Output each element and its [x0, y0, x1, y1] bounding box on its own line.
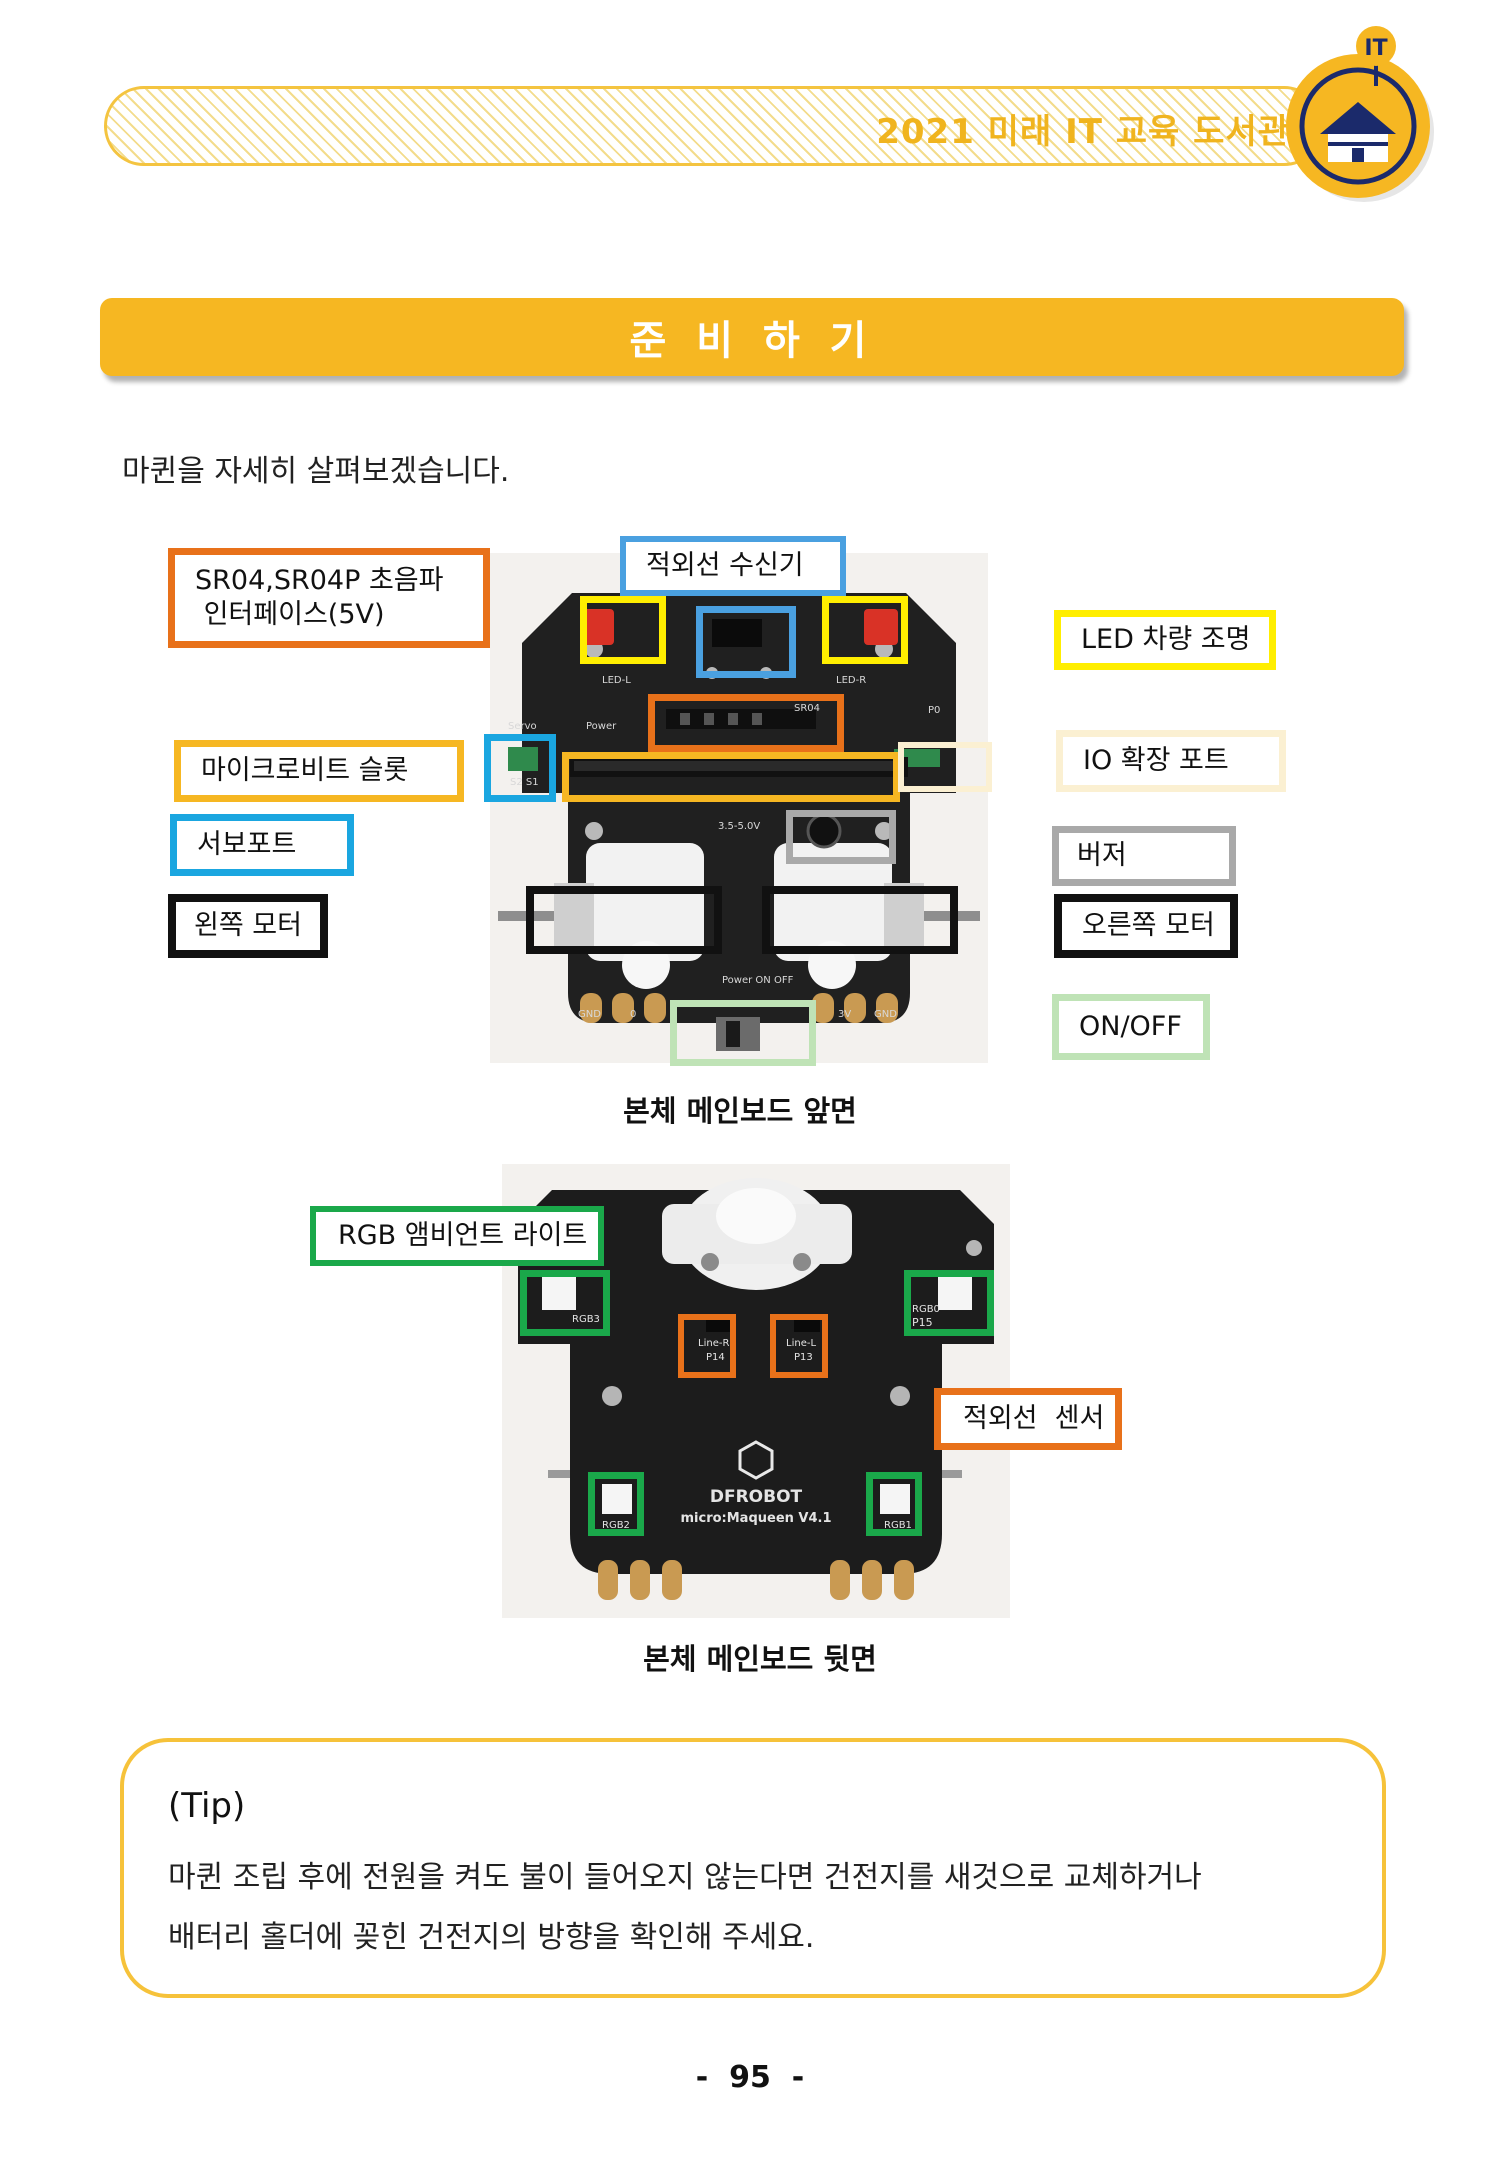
- label-ir-sensor: 적외선 센서: [934, 1388, 1122, 1450]
- intro-text: 마퀸을 자세히 살펴보겠습니다.: [122, 446, 509, 490]
- highlight-line-r: [678, 1314, 736, 1378]
- tip-box: (Tip) 마퀸 조립 후에 전원을 켜도 불이 들어오지 않는다면 건전지를 …: [120, 1738, 1386, 1998]
- tip-line-2: 배터리 홀더에 꽂힌 건전지의 방향을 확인해 주세요.: [168, 1912, 814, 1956]
- highlight-rgb2: [588, 1472, 644, 1536]
- highlight-rgb0: [904, 1270, 994, 1336]
- label-io-port-text: IO 확장 포트: [1083, 744, 1229, 778]
- silk-model: micro:Maqueen V4.1: [680, 1511, 831, 1526]
- silk-brand: DFROBOT: [710, 1487, 803, 1507]
- label-right-motor: 오른쪽 모터: [1054, 894, 1238, 958]
- label-buzzer: 버저: [1052, 826, 1236, 886]
- highlight-servo-port: [484, 734, 556, 802]
- silk-led-l: LED-L: [602, 675, 631, 686]
- silk-gnd-left: GND: [578, 1009, 601, 1020]
- label-microbit-slot-text: 마이크로비트 슬롯: [201, 754, 408, 788]
- label-microbit-slot: 마이크로비트 슬롯: [174, 740, 464, 802]
- label-ir-receiver-text: 적외선 수신기: [646, 549, 804, 583]
- label-led-light: LED 차량 조명: [1054, 610, 1276, 670]
- label-right-motor-text: 오른쪽 모터: [1082, 909, 1215, 943]
- label-ir-sensor-text: 적외선 센서: [963, 1402, 1104, 1436]
- label-ultrasonic-interface: SR04,SR04P 초음파 인터페이스(5V): [168, 548, 490, 648]
- label-buzzer-text: 버저: [1077, 839, 1127, 873]
- silk-zero: 0: [630, 1009, 636, 1020]
- silk-servo: Servo: [508, 721, 537, 732]
- label-servo-port-text: 서보포트: [197, 828, 296, 862]
- it-library-logo: IT: [1272, 20, 1452, 210]
- silk-led-r: LED-R: [836, 675, 866, 686]
- silk-voltage: 3.5-5.0V: [718, 821, 760, 832]
- silk-power: Power: [586, 721, 617, 732]
- highlight-sr04-header: [648, 694, 844, 752]
- silk-p0: P0: [928, 705, 940, 716]
- label-left-motor-text: 왼쪽 모터: [194, 909, 302, 943]
- label-servo-port: 서보포트: [170, 814, 354, 876]
- label-rgb-ambient-text: RGB 앰비언트 라이트: [338, 1219, 587, 1253]
- tip-line-1: 마퀸 조립 후에 전원을 켜도 불이 들어오지 않는다면 건전지를 새것으로 교…: [168, 1852, 1202, 1896]
- highlight-microbit-slot: [562, 752, 900, 802]
- label-on-off: ON/OFF: [1052, 994, 1210, 1060]
- highlight-left-motor: [526, 886, 722, 954]
- label-led-light-text: LED 차량 조명: [1081, 623, 1250, 657]
- silk-gnd-right: GND: [874, 1009, 897, 1020]
- label-left-motor: 왼쪽 모터: [168, 894, 328, 958]
- highlight-io-port: [898, 742, 992, 792]
- highlight-right-motor: [762, 886, 958, 954]
- label-on-off-text: ON/OFF: [1079, 1010, 1182, 1044]
- highlight-ir-receiver: [696, 606, 796, 678]
- header-title: 2021 미래 IT 교육 도서관: [876, 104, 1290, 153]
- silk-3v: 3V: [838, 1009, 851, 1020]
- label-ir-receiver: 적외선 수신기: [620, 536, 846, 596]
- highlight-on-off-switch: [670, 1000, 816, 1066]
- highlight-line-l: [770, 1314, 828, 1378]
- silk-power-onoff: Power ON OFF: [722, 975, 794, 986]
- highlight-rgb3: [520, 1270, 610, 1336]
- page-number: - 95 -: [0, 2060, 1500, 2095]
- highlight-rgb1: [866, 1472, 922, 1536]
- back-caption: 본체 메인보드 뒷면: [560, 1636, 960, 1678]
- highlight-led-right: [822, 596, 908, 664]
- section-title-bar: 준 비 하 기: [100, 298, 1404, 376]
- front-caption: 본체 메인보드 앞면: [540, 1088, 940, 1130]
- label-io-port: IO 확장 포트: [1056, 730, 1286, 792]
- badge-text: IT: [1364, 36, 1387, 61]
- section-title: 준 비 하 기: [630, 308, 875, 366]
- tip-heading: (Tip): [168, 1786, 245, 1826]
- highlight-led-left: [580, 596, 666, 664]
- label-ultrasonic-line1: SR04,SR04P 초음파: [195, 564, 443, 598]
- label-ultrasonic-line2: 인터페이스(5V): [195, 598, 385, 632]
- label-rgb-ambient: RGB 앰비언트 라이트: [310, 1206, 604, 1266]
- highlight-buzzer: [786, 810, 896, 864]
